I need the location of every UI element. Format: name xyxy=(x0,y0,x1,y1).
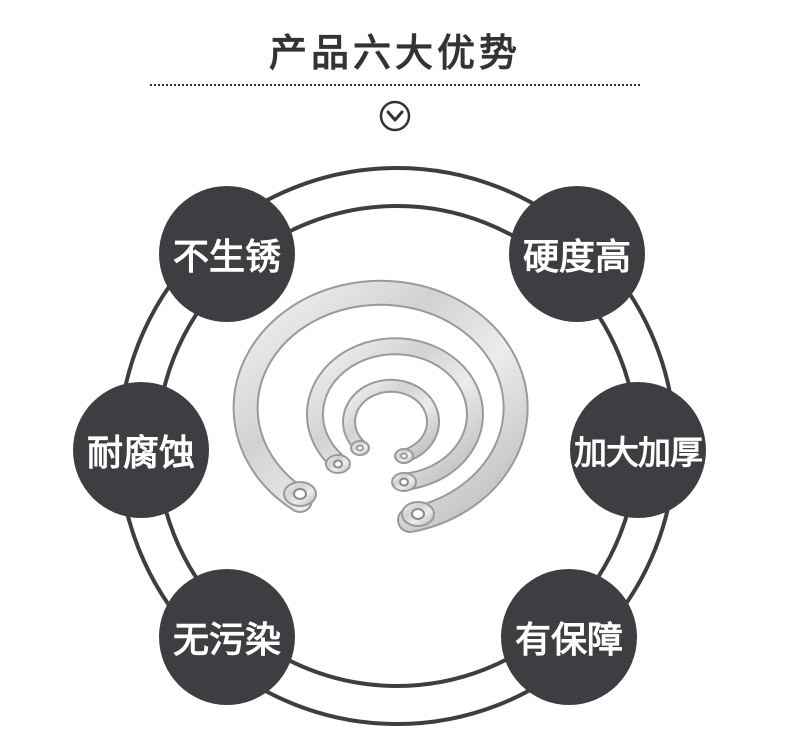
chevron-down-icon xyxy=(379,100,411,132)
feature-badge-extra-thick: 加大加厚 xyxy=(570,382,706,518)
circlip-product-image xyxy=(232,279,529,533)
feature-badge-pollution-free: 无污染 xyxy=(159,569,295,705)
feature-badge-corrosion-resistant: 耐腐蚀 xyxy=(73,382,209,518)
feature-badge-guaranteed: 有保障 xyxy=(501,569,637,705)
page-title: 产品六大优势 xyxy=(268,30,521,75)
feature-badge-high-hardness: 硬度高 xyxy=(509,186,645,322)
dotted-divider xyxy=(150,84,640,86)
feature-badge-rust-free: 不生锈 xyxy=(159,186,295,322)
